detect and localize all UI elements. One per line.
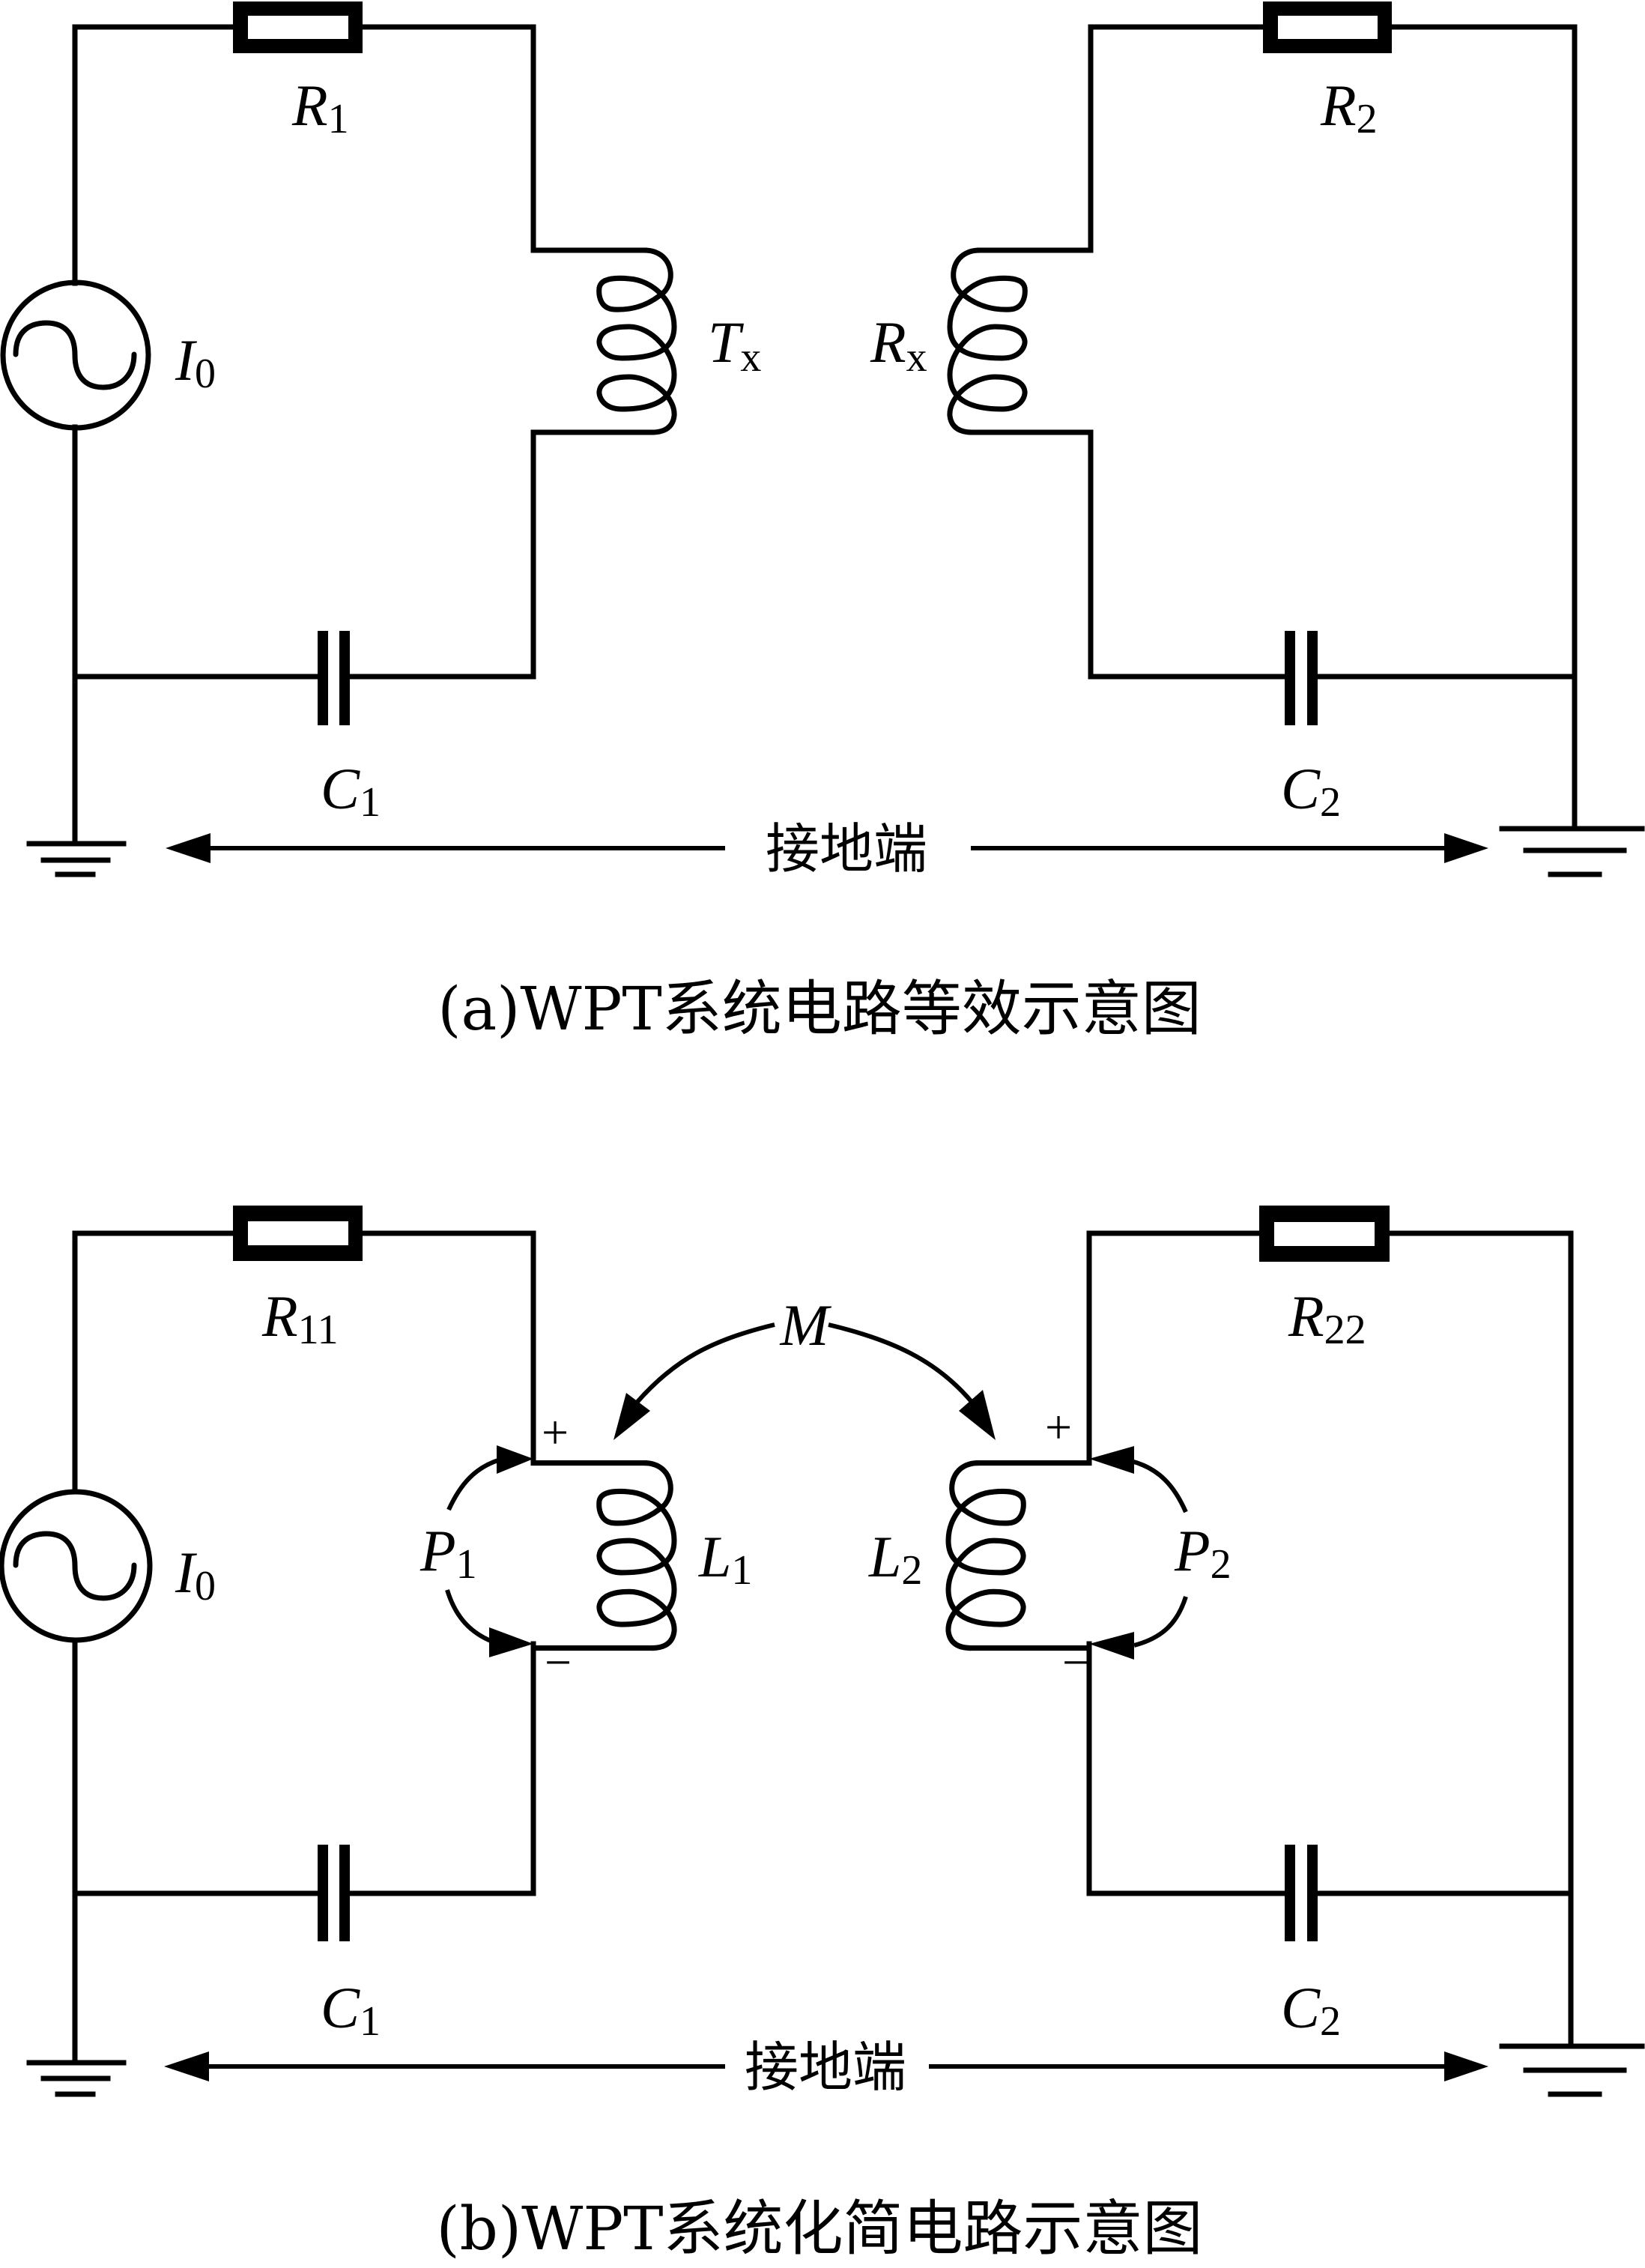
coil-rx-icon (947, 247, 1094, 435)
label-l1: L1 (698, 1524, 752, 1594)
ground-left-icon-a (26, 841, 127, 877)
secondary-wire-bottom (1088, 429, 1578, 680)
coil-tx-icon (530, 247, 677, 435)
plus-sign-right: + (1045, 1400, 1072, 1454)
label-i0-b: I0 (175, 1540, 216, 1609)
panel-a: R1 I0 Tx C1 R2 (0, 1, 1645, 1044)
label-i0-a: I0 (175, 327, 216, 397)
secondary-wire-top-b (1086, 1230, 1574, 2049)
resistor-r11-icon (233, 1206, 363, 1261)
panel-b: R11 I0 L1 P1 + − C1 (0, 1206, 1645, 2264)
label-c2-a: C2 (1281, 756, 1341, 826)
primary-wire-top (72, 24, 536, 286)
port-p1-arrows (445, 1445, 533, 1657)
label-r1: R1 (291, 73, 349, 142)
label-r2: R2 (1320, 73, 1378, 142)
capacitor-c2-icon-b (1285, 1845, 1318, 1941)
capacitor-c2-icon (1285, 631, 1318, 725)
label-tx: Tx (708, 309, 761, 381)
label-p1: P1 (419, 1518, 477, 1588)
ground-arrow-left-a (166, 833, 725, 863)
resistor-r2-icon (1263, 1, 1392, 53)
resistor-r1-icon (233, 1, 363, 53)
minus-sign-left: − (545, 1636, 572, 1689)
primary-wire-bottom-b (72, 1637, 536, 1896)
plus-sign-left: + (542, 1406, 569, 1459)
ground-right-icon-b (1499, 2043, 1645, 2097)
label-r22: R22 (1288, 1283, 1366, 1353)
caption-a: (a)WPT系统电路等效示意图 (437, 974, 1202, 1044)
mutual-inductance-arrows (614, 1322, 996, 1440)
label-c1-b: C1 (321, 1975, 381, 2045)
resistor-r22-icon (1259, 1206, 1390, 1262)
label-r11: R11 (261, 1283, 339, 1353)
ground-arrow-left-b (164, 2051, 725, 2081)
minus-sign-right: − (1062, 1636, 1089, 1689)
label-c2-b: C2 (1281, 1975, 1341, 2045)
ac-source-icon (0, 279, 151, 431)
label-c1-a: C1 (321, 756, 381, 826)
ground-label-a: 接地端 (766, 817, 927, 880)
coil-l1-icon (530, 1460, 677, 1651)
capacitor-c1-icon (318, 631, 350, 725)
ground-label-b: 接地端 (745, 2036, 906, 2099)
primary-wire-top-b (72, 1230, 536, 1494)
coil-l2-icon (945, 1460, 1092, 1651)
label-p2: P2 (1174, 1518, 1232, 1588)
label-l2: L2 (868, 1524, 922, 1594)
ground-arrow-right-b (929, 2051, 1488, 2081)
label-rx: Rx (870, 309, 927, 381)
primary-wire-bottom (72, 424, 536, 680)
secondary-wire-top (1088, 24, 1578, 832)
ground-right-icon-a (1499, 826, 1645, 877)
ground-left-icon-b (26, 2060, 127, 2097)
secondary-wire-bottom-b (1086, 1641, 1574, 1896)
ground-arrow-right-a (971, 833, 1488, 863)
port-p2-arrows (1089, 1446, 1188, 1660)
capacitor-c1-icon-b (318, 1845, 350, 1941)
label-m: M (780, 1292, 832, 1358)
ac-source-icon-b (0, 1489, 153, 1643)
caption-b: (b)WPT系统化简电路示意图 (436, 2194, 1202, 2264)
